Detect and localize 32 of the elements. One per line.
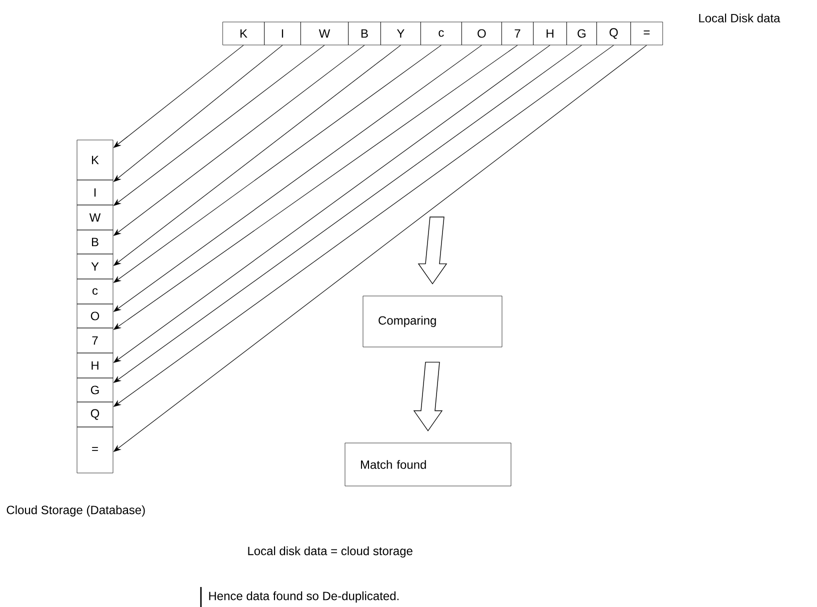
letter-cell: B	[76, 230, 114, 254]
note-text: Hence data found so De-duplicated.	[209, 591, 399, 603]
letter-cell: Y	[76, 254, 114, 280]
letter-cell: B	[348, 22, 381, 46]
note-text: Local Disk data	[699, 14, 780, 22]
letter-cell: Y	[380, 22, 421, 46]
letter-cell: G	[566, 22, 597, 46]
letter-cell: I	[76, 180, 114, 206]
letter-cell: c	[76, 278, 114, 304]
note-text: Cloud Storage (Database)	[6, 505, 145, 517]
letter-cell: H	[76, 352, 114, 378]
letter-cell: G	[76, 378, 114, 402]
letter-cell: I	[264, 22, 301, 46]
letter-cell: 7	[76, 328, 114, 354]
process-box: Match found	[344, 442, 512, 486]
block-arrow	[413, 362, 443, 432]
letter-cell: K	[222, 22, 264, 46]
letter-cell: O	[76, 304, 114, 328]
letter-cell: =	[76, 426, 114, 474]
letter-cell: 7	[502, 22, 534, 46]
block-arrow	[418, 216, 448, 284]
note-text: Local disk data = cloud storage	[248, 546, 412, 558]
letter-cell: H	[533, 22, 567, 46]
letter-cell: W	[76, 204, 114, 230]
letter-cell: Q	[596, 22, 631, 46]
process-box: Comparing	[362, 296, 502, 348]
letter-cell: c	[420, 22, 462, 46]
letter-cell: O	[462, 22, 502, 46]
letter-cell: Q	[76, 402, 114, 428]
letter-cell: =	[630, 22, 663, 46]
letter-cell: K	[76, 140, 114, 180]
letter-cell: W	[300, 22, 348, 46]
